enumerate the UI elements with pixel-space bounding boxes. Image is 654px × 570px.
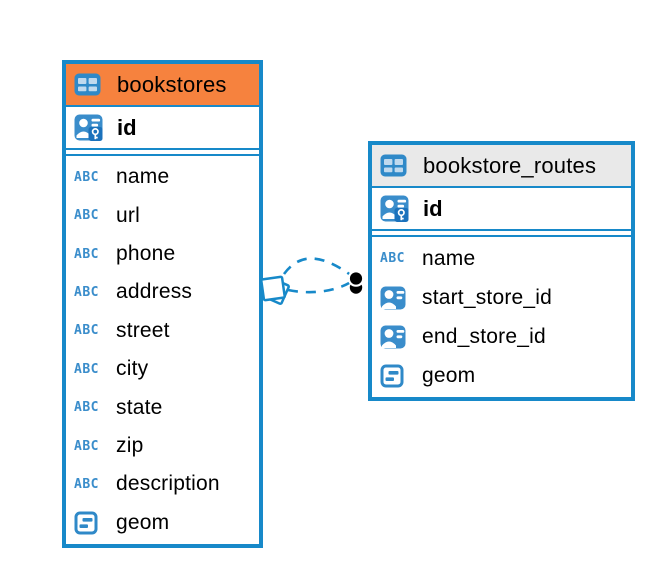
field-name: description (116, 472, 220, 496)
text-type-icon: ABC (74, 208, 99, 224)
table-bookstore-routes-header[interactable]: bookstore_routes (372, 145, 631, 188)
field-name: city (116, 357, 149, 381)
person-key-icon (380, 195, 414, 222)
table-bookstore-routes[interactable]: bookstore_routes id ABC (368, 141, 635, 401)
text-type-icon: ABC (74, 323, 99, 339)
relationship-line-lower[interactable] (287, 280, 352, 294)
text-type-icon: ABC (74, 361, 99, 377)
field-name: street (116, 318, 170, 342)
field-row-zip[interactable]: ABC zip (66, 427, 259, 465)
field-row-geom[interactable]: geom (372, 356, 631, 395)
pk-row-id[interactable]: id (372, 188, 631, 231)
text-type-icon: ABC (74, 246, 99, 262)
table-grid-icon (74, 73, 108, 96)
text-type-icon: ABC (74, 438, 99, 454)
field-row-url[interactable]: ABC url (66, 196, 259, 234)
field-row-geom[interactable]: geom (66, 504, 259, 542)
table-bookstore-routes-fields: ABC name start_store_id (372, 235, 631, 397)
field-name: start_store_id (422, 285, 553, 309)
text-type-icon: ABC (74, 476, 99, 492)
person-badge-icon (380, 286, 414, 310)
pk-field-name: id (117, 114, 137, 140)
field-row-name[interactable]: ABC name (66, 158, 259, 196)
field-name: name (116, 165, 170, 189)
relationship-line-upper[interactable] (282, 257, 353, 278)
field-row-start-store-id[interactable]: start_store_id (372, 278, 631, 317)
person-badge-icon (380, 325, 414, 349)
text-type-icon: ABC (74, 400, 99, 416)
text-type-icon: ABC (74, 284, 99, 300)
relationship-connector[interactable] (243, 233, 388, 328)
field-name: name (422, 246, 476, 270)
text-type-icon: ABC (380, 251, 405, 266)
field-name: address (116, 280, 193, 304)
field-row-state[interactable]: ABC state (66, 388, 259, 426)
field-row-end-store-id[interactable]: end_store_id (372, 317, 631, 356)
field-name: end_store_id (422, 324, 546, 348)
field-row-street[interactable]: ABC street (66, 312, 259, 350)
person-key-icon (74, 114, 108, 141)
stacked-dots-marker (347, 270, 365, 294)
field-name: url (116, 203, 140, 227)
table-title: bookstores (117, 71, 227, 97)
geometry-icon (380, 364, 414, 388)
field-row-address[interactable]: ABC address (66, 273, 259, 311)
table-bookstores[interactable]: bookstores id ABC (62, 60, 263, 548)
field-name: state (116, 395, 163, 419)
geometry-icon (74, 511, 108, 535)
table-bookstores-fields: ABC name ABC url ABC phone ABC address A… (66, 154, 259, 544)
field-name: geom (116, 510, 170, 534)
field-name: zip (116, 434, 144, 458)
stacked-squares-marker (260, 275, 290, 305)
field-name: geom (422, 363, 476, 387)
field-name: phone (116, 242, 176, 266)
text-type-icon: ABC (74, 169, 99, 185)
field-row-phone[interactable]: ABC phone (66, 235, 259, 273)
table-grid-icon (380, 154, 414, 177)
table-title: bookstore_routes (423, 152, 597, 178)
field-row-city[interactable]: ABC city (66, 350, 259, 388)
section-divider (372, 231, 631, 235)
pk-row-id[interactable]: id (66, 107, 259, 150)
pk-field-name: id (423, 195, 443, 221)
section-divider (66, 150, 259, 154)
table-bookstores-header[interactable]: bookstores (66, 64, 259, 107)
field-row-description[interactable]: ABC description (66, 465, 259, 503)
field-row-name[interactable]: ABC name (372, 239, 631, 278)
